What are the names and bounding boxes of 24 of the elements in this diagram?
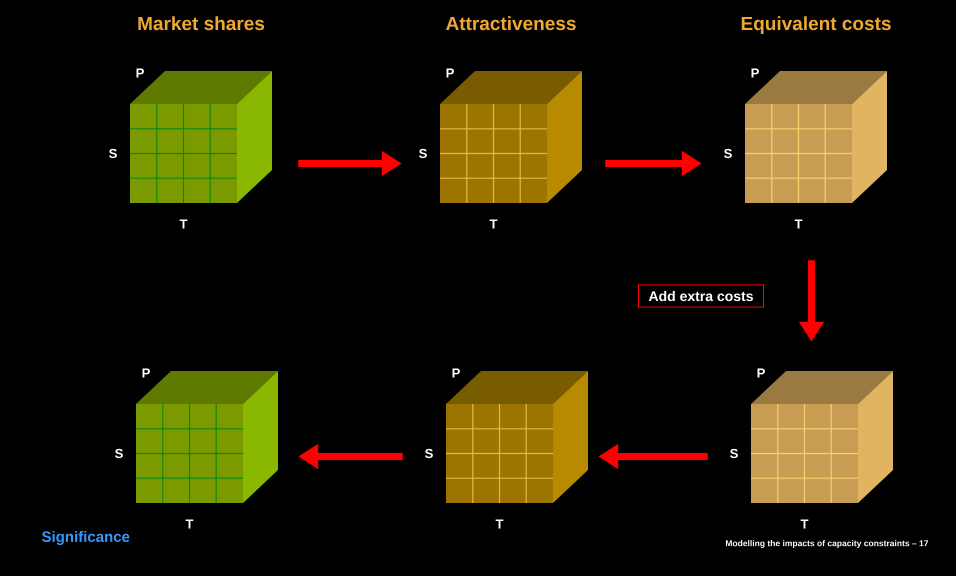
cube-heading: Attractiveness: [446, 16, 576, 30]
axis-label: T: [800, 520, 808, 528]
axis-label: S: [730, 448, 738, 458]
axis-label: T: [794, 220, 802, 228]
footer-title: Significance: [42, 530, 130, 546]
axis-label: S: [425, 448, 433, 458]
axis-label: S: [724, 148, 732, 158]
footer-text: Modelling the impacts of capacity constraints – 17: [726, 540, 928, 548]
axis-label: S: [115, 448, 123, 458]
axis-label: T: [180, 220, 188, 228]
axis-label: T: [186, 520, 194, 528]
axis-label: P: [446, 68, 454, 78]
axis-label: T: [490, 220, 498, 228]
axis-label: P: [452, 368, 460, 378]
cube-heading: Market shares: [138, 16, 264, 30]
axis-label: S: [109, 148, 117, 158]
axis-label: T: [496, 520, 504, 528]
cube-heading: Equivalent costs: [742, 16, 891, 34]
edge-label: Add extra costs: [638, 284, 764, 308]
axis-label: P: [752, 68, 759, 78]
axis-label: P: [142, 368, 150, 378]
axis-label: S: [419, 148, 427, 158]
axis-label: P: [136, 68, 144, 78]
axis-label: P: [758, 368, 765, 378]
